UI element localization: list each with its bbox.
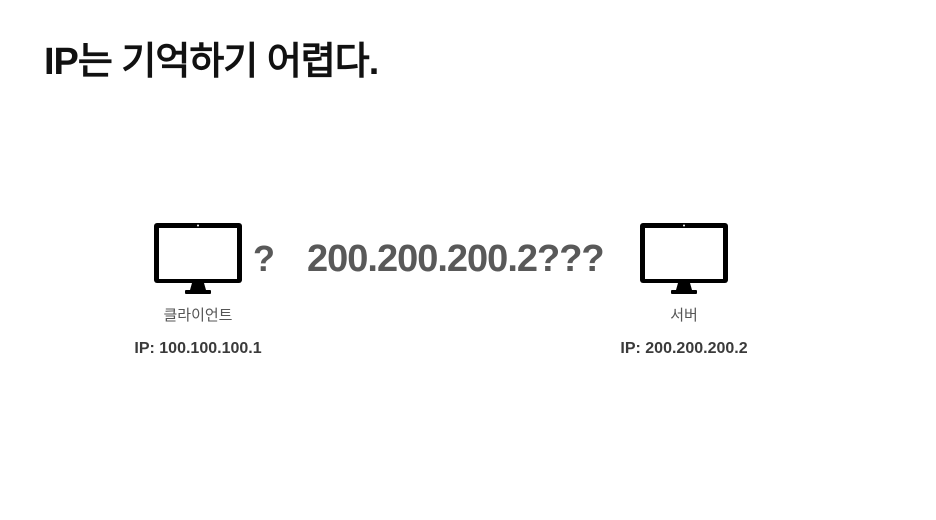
server-monitor-icon [639,222,729,296]
target-ip-address: 200.200.200.2??? [307,238,605,280]
client-question-mark: ? [253,238,275,279]
server-ip-address: IP: 200.200.200.2 [620,340,748,357]
server-label: 서버 [670,307,698,324]
slide-title: IP는 기억하기 어렵다. [44,41,379,83]
client-ip-address: IP: 100.100.100.1 [134,340,262,357]
client-monitor-icon [153,222,243,296]
client-label: 클라이언트 [163,307,233,324]
